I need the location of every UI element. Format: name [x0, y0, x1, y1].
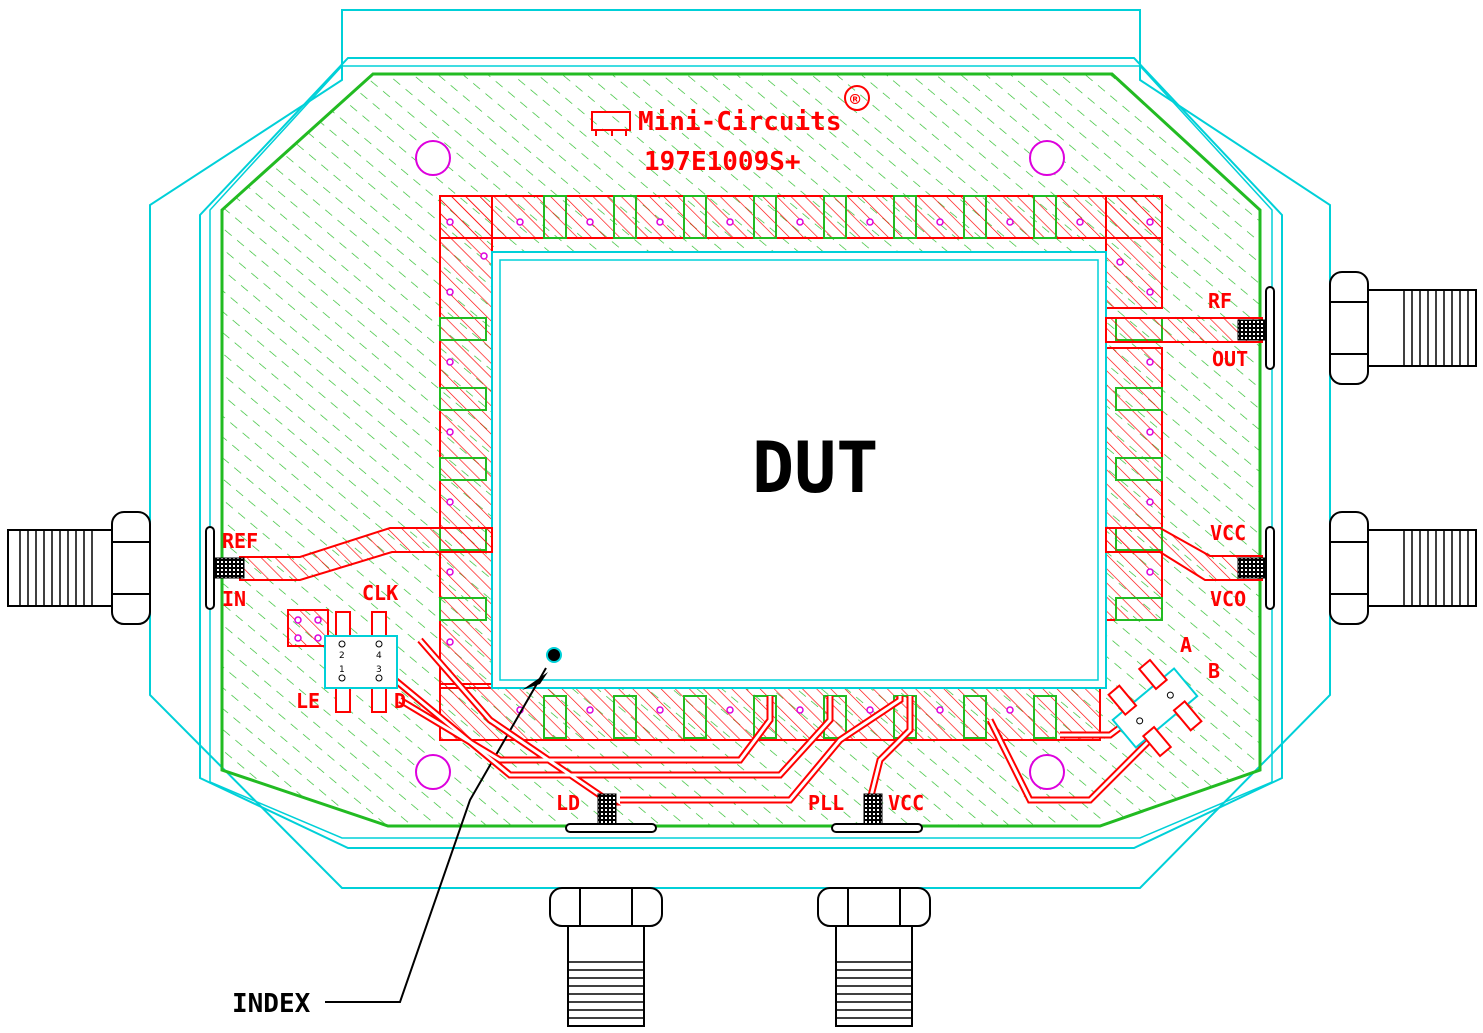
- connector-labels: REF IN RF OUT VCC VCO CLK LE D A B LD PL…: [222, 289, 1248, 815]
- brand-logo: Mini-Circuits ®: [591, 85, 870, 137]
- mounting-holes: [415, 140, 1065, 790]
- rf-out-trace: [1105, 317, 1263, 343]
- rf-out-pad: [1237, 319, 1267, 341]
- dut-label: DUT: [752, 427, 878, 509]
- sma-connector-rf-out: [1329, 271, 1477, 385]
- ld-pad: [597, 793, 617, 825]
- pin-4-label: 4: [376, 651, 382, 661]
- index-mark: [546, 647, 562, 663]
- ref-in-trace: [239, 527, 493, 581]
- label-vcc-right: VCC: [1210, 521, 1246, 545]
- label-vcc-bottom: VCC: [888, 791, 924, 815]
- registered-mark: ®: [850, 90, 861, 110]
- brand-name: Mini-Circuits: [638, 107, 842, 137]
- label-rf: RF: [1208, 289, 1232, 313]
- label-b: B: [1208, 659, 1220, 683]
- sma-connector-vco: [1329, 511, 1477, 625]
- label-out: OUT: [1212, 347, 1248, 371]
- label-a: A: [1180, 633, 1192, 657]
- ab-header: [1107, 658, 1203, 758]
- edge-pins: [205, 286, 1275, 833]
- label-clk: CLK: [362, 581, 398, 605]
- pll-vcc-pad: [863, 793, 883, 825]
- label-le: LE: [296, 689, 320, 713]
- dut-cavity: [491, 251, 1107, 689]
- vcc-right-pad: [1237, 557, 1267, 579]
- label-pll: PLL: [808, 791, 844, 815]
- sma-connector-ref-in: [7, 511, 151, 625]
- housing-inner-outline: [199, 57, 1283, 849]
- label-in: IN: [222, 587, 246, 611]
- label-vco: VCO: [1210, 587, 1246, 611]
- sma-connector-pll-vcc: [817, 887, 931, 1027]
- pin-3-label: 3: [376, 665, 382, 675]
- pin-2-label: 2: [339, 651, 345, 661]
- control-header: 2 4 1 3: [287, 609, 398, 713]
- vcc-right-trace: [1105, 527, 1263, 581]
- pin-1-label: 1: [339, 665, 345, 675]
- index-label: INDEX: [232, 989, 311, 1019]
- label-d: D: [394, 689, 406, 713]
- sma-connector-ld: [549, 887, 663, 1027]
- ref-in-pad: [213, 557, 245, 579]
- part-number: 197E1009S+: [644, 147, 801, 177]
- label-ld: LD: [556, 791, 580, 815]
- label-ref: REF: [222, 529, 258, 553]
